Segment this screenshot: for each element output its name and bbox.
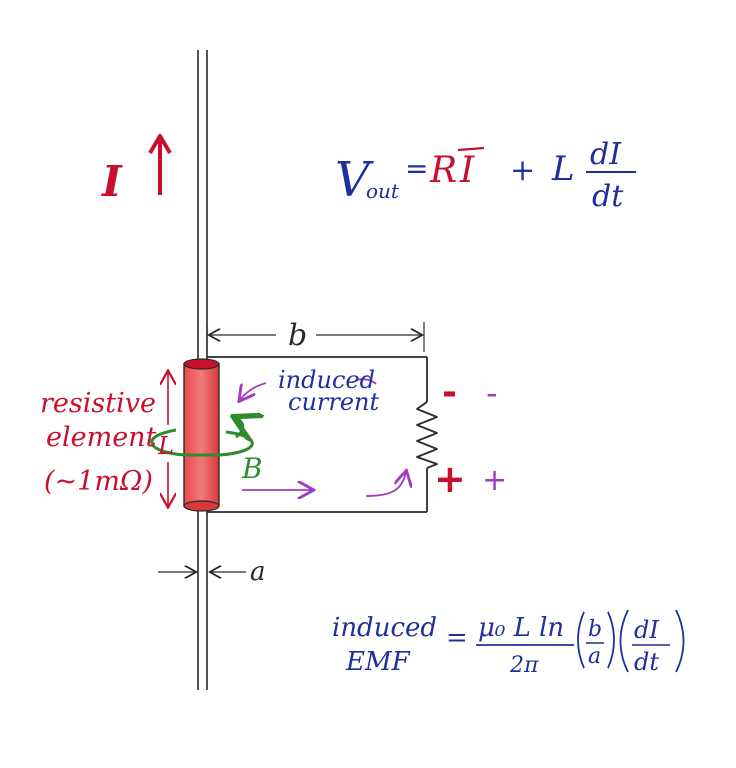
vout-sub: out [366, 179, 400, 203]
emf-denominator: 2π [509, 653, 539, 678]
vout-l: L [551, 149, 575, 189]
resistive-element-cylinder [183, 358, 220, 512]
polarity-minus-red: - [442, 372, 457, 413]
polarity-minus-purple: - [486, 374, 498, 412]
induced-current-annotation [240, 378, 406, 496]
length-label: L [157, 432, 174, 460]
current-arrow [148, 134, 172, 195]
emf-label-line2: EMF [345, 647, 411, 677]
resistive-element-label: resistive element (~1mΩ) [40, 388, 157, 497]
emf-frac2-den: dt [634, 648, 659, 676]
dimension-b-label: b [288, 318, 307, 353]
vout-r: R [429, 150, 457, 191]
field-label-b: B [241, 452, 263, 485]
resistor-symbol [416, 401, 438, 469]
resistive-label-line2: element [46, 422, 157, 453]
emf-frac1-den: a [588, 644, 601, 669]
emf-frac2-num: dI [634, 616, 659, 644]
vout-equation: V out = R I + L dI dt [335, 137, 636, 214]
polarity-plus-purple: + [482, 463, 507, 498]
emf-frac1-num: b [588, 617, 602, 642]
b-field-loop [150, 418, 253, 457]
vout-den: dt [592, 179, 624, 214]
emf-equals: = [446, 623, 468, 653]
current-label: I [101, 157, 123, 206]
emf-equation: induced EMF = μ₀ L ln 2π b a dI dt [332, 609, 685, 678]
induced-current-line1: induced [278, 366, 375, 394]
emf-numerator: μ₀ L ln [478, 613, 564, 643]
dimension-a-label: a [250, 557, 266, 587]
vout-equals: = [405, 152, 428, 185]
vout-num: dI [590, 137, 622, 172]
dimension-b [206, 322, 425, 352]
vout-plus: + [510, 153, 535, 188]
polarity-plus-red: + [434, 457, 466, 501]
vout-v: V [335, 152, 374, 208]
resistive-label-line3: (~1mΩ) [44, 466, 153, 497]
resistive-label-line1: resistive [40, 388, 156, 419]
induced-current-line2: current [288, 388, 380, 416]
rectangular-loop [207, 356, 428, 513]
vout-i: I [459, 150, 475, 191]
emf-label-line1: induced [332, 613, 437, 643]
